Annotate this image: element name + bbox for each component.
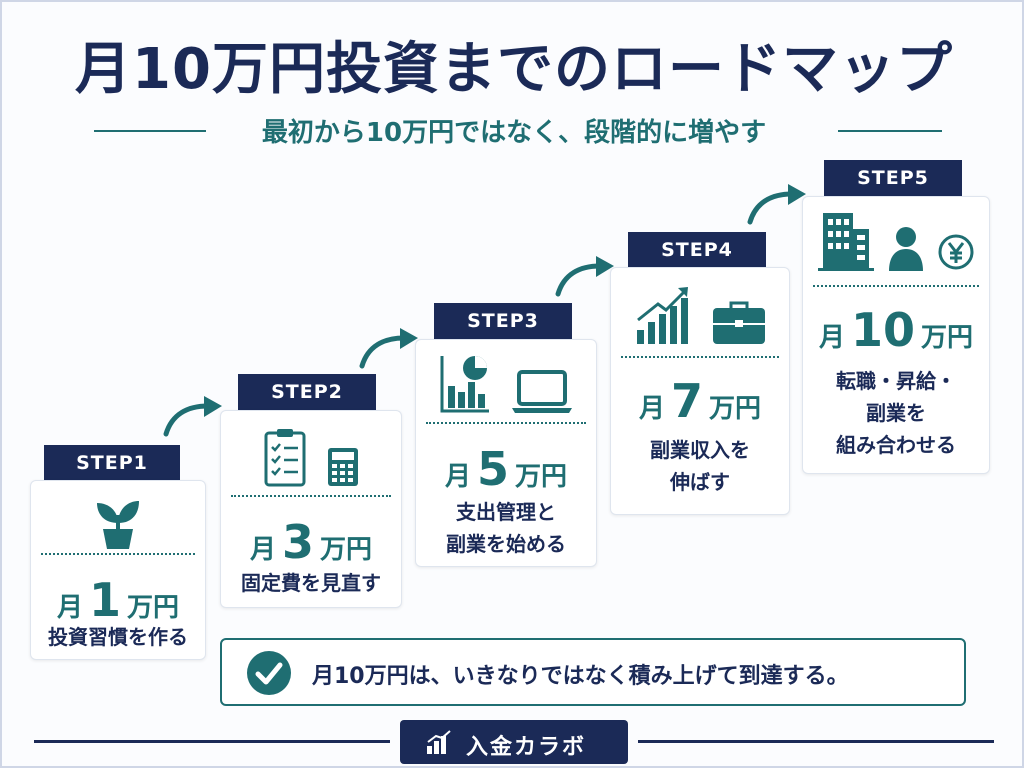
- desc-line: 副業を始める: [446, 532, 566, 556]
- step-icons: [416, 350, 596, 414]
- page-title: 月10万円投資までのロードマップ: [75, 37, 953, 102]
- footer-line-left: [34, 740, 390, 743]
- checklist-icon: [264, 429, 306, 487]
- step-description: 支出管理と 副業を始める: [416, 496, 596, 560]
- summary-note: 月10万円は、いきなりではなく積み上げて到達する。: [220, 638, 966, 706]
- step-divider: [231, 495, 391, 497]
- step-badge: STEP4: [628, 232, 766, 268]
- summary-note-text: 月10万円は、いきなりではなく積み上げて到達する。: [312, 664, 849, 689]
- amount-month: 月: [56, 593, 83, 623]
- amount-unit: 万円: [515, 462, 568, 492]
- building-icon: [818, 213, 874, 271]
- amount-unit: 万円: [127, 593, 180, 623]
- step-icons: [221, 421, 401, 487]
- step-badge: STEP1: [44, 445, 180, 481]
- person-icon: [889, 227, 923, 271]
- step-divider: [426, 422, 586, 424]
- step-arrow-icon: [747, 184, 806, 225]
- briefcase-icon: [713, 301, 765, 344]
- yen-coin-icon: [938, 234, 974, 270]
- amount-unit: 万円: [921, 323, 974, 353]
- step-description: 投資習慣を作る: [31, 621, 205, 653]
- desc-line: 伸ばす: [670, 470, 730, 494]
- step-arrow-icon: [359, 328, 418, 369]
- laptop-icon: [512, 370, 572, 413]
- desc-line: 支出管理と: [456, 500, 556, 524]
- amount-number: 5: [476, 442, 509, 496]
- growth-chart-icon: [637, 287, 688, 344]
- subtitle-line-left: [94, 130, 206, 132]
- step-description: 転職・昇給・ 副業を 組み合わせる: [803, 365, 989, 461]
- footer-line-right: [638, 740, 994, 743]
- step-divider: [41, 553, 195, 555]
- step-badge: STEP5: [824, 160, 962, 196]
- bar-chart-icon: [427, 730, 451, 754]
- check-circle-icon: [247, 651, 291, 695]
- step-icons: [803, 209, 989, 271]
- chart-icon: [440, 356, 489, 413]
- step-arrow-icon: [163, 396, 222, 437]
- desc-line: 組み合わせる: [836, 433, 956, 457]
- amount-month: 月: [249, 535, 276, 565]
- step-arrow-icon: [555, 256, 614, 297]
- step-badge: STEP2: [238, 374, 376, 410]
- subtitle-row: 最初から10万円ではなく、段階的に増やす: [2, 112, 1024, 148]
- plant-icon: [97, 501, 139, 549]
- brand-badge: 入金カラボ: [400, 720, 628, 764]
- calculator-icon: [328, 448, 358, 486]
- step-divider: [621, 356, 779, 358]
- amount-unit: 万円: [320, 535, 373, 565]
- step-divider: [813, 285, 979, 287]
- amount-month: 月: [638, 394, 665, 424]
- step-description: 副業収入を 伸ばす: [611, 434, 789, 498]
- amount-number: 7: [670, 374, 703, 428]
- amount-number: 10: [850, 303, 915, 357]
- subtitle-line-right: [838, 130, 942, 132]
- amount-month: 月: [444, 462, 471, 492]
- desc-line: 副業収入を: [650, 438, 750, 462]
- amount-unit: 万円: [709, 394, 762, 424]
- step-icons: [611, 280, 789, 346]
- amount-number: 1: [88, 573, 121, 627]
- desc-line: 転職・昇給・: [836, 369, 956, 393]
- step-badge: STEP3: [434, 303, 572, 339]
- brand-name: 入金カラボ: [466, 735, 587, 760]
- desc-line: 投資習慣を作る: [48, 625, 188, 649]
- step-description: 固定費を見直す: [221, 567, 401, 599]
- desc-line: 固定費を見直す: [241, 571, 381, 595]
- amount-month: 月: [818, 323, 845, 353]
- desc-line: 副業を: [866, 401, 926, 425]
- step-icons: [31, 489, 205, 549]
- subtitle: 最初から10万円ではなく、段階的に増やす: [261, 118, 767, 148]
- amount-number: 3: [281, 515, 314, 569]
